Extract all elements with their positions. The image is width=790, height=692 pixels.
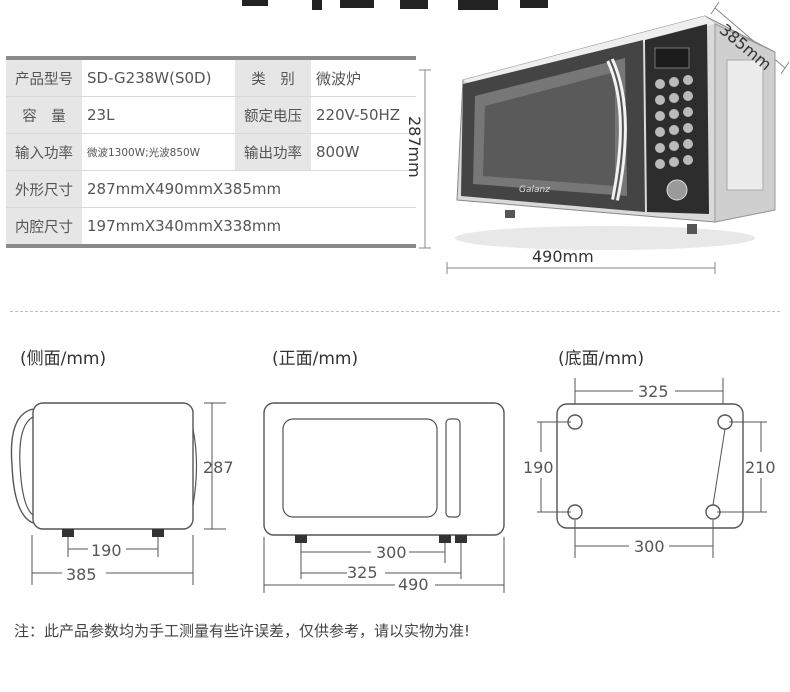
side-view-title: (侧面/mm) [20, 349, 107, 369]
front-feet-outer-label: 325 [347, 563, 378, 582]
section-divider [10, 311, 780, 312]
side-feet-label: 190 [91, 541, 122, 560]
spec-table: 产品型号 SD-G238W(S0D) 类 别 微波炉 容 量 23L 额定电压 … [6, 56, 416, 248]
spec-bottom-bar [6, 244, 416, 248]
spec-label: 产品型号 [6, 60, 82, 96]
spec-top-bar [6, 56, 416, 60]
width-label: 490mm [532, 247, 594, 266]
spec-value: 800W [316, 143, 360, 161]
brand-logo: Galanz [519, 185, 550, 195]
height-label: 287mm [405, 116, 424, 178]
spec-value: 微波炉 [316, 69, 362, 88]
header-title-fragment [242, 0, 548, 10]
spec-row-outer-size: 外形尺寸 287mmX490mmX385mm [6, 171, 416, 208]
spec-row-capacity: 容 量 23L 额定电压 220V-50HZ [6, 97, 416, 134]
spec-row-model: 产品型号 SD-G238W(S0D) 类 别 微波炉 [6, 60, 416, 97]
spec-label: 外形尺寸 [6, 171, 82, 207]
disclaimer-note: 注：此产品参数均为手工测量有些许误差，仅供参考，请以实物为准! [14, 622, 471, 640]
spec-label: 额定电压 [235, 97, 311, 133]
bottom-view-title: (底面/mm) [558, 349, 645, 369]
spec-value: SD-G238W(S0D) [87, 69, 212, 87]
spec-row-inner-size: 内腔尺寸 197mmX340mmX338mm [6, 208, 416, 244]
spec-label: 类 别 [235, 60, 311, 96]
spec-value: 220V-50HZ [316, 106, 401, 124]
microwave-product-image: Galanz [419, 1, 790, 274]
spec-label: 输入功率 [6, 134, 82, 170]
side-view-diagram [10, 402, 226, 585]
spec-label: 容 量 [6, 97, 82, 133]
bottom-bottom-label: 300 [634, 537, 665, 556]
spec-value: 287mmX490mmX385mm [87, 180, 282, 198]
bottom-right-label: 210 [745, 458, 776, 477]
bottom-top-label: 325 [638, 382, 669, 401]
spec-row-power: 输入功率 微波1300W;光波850W 输出功率 800W [6, 134, 416, 171]
bottom-left-label: 190 [523, 458, 554, 477]
front-view-diagram [263, 402, 505, 593]
side-height-label: 287 [203, 458, 234, 477]
spec-value: 23L [87, 106, 115, 124]
spec-label: 输出功率 [235, 134, 311, 170]
front-feet-inner-label: 300 [376, 543, 407, 562]
spec-value: 197mmX340mmX338mm [87, 217, 282, 235]
front-width-label: 490 [398, 575, 429, 594]
spec-label: 内腔尺寸 [6, 208, 82, 244]
spec-value: 微波1300W;光波850W [87, 146, 201, 159]
side-depth-label: 385 [66, 565, 97, 584]
front-view-title: (正面/mm) [272, 349, 359, 369]
bottom-view-diagram [537, 378, 767, 558]
